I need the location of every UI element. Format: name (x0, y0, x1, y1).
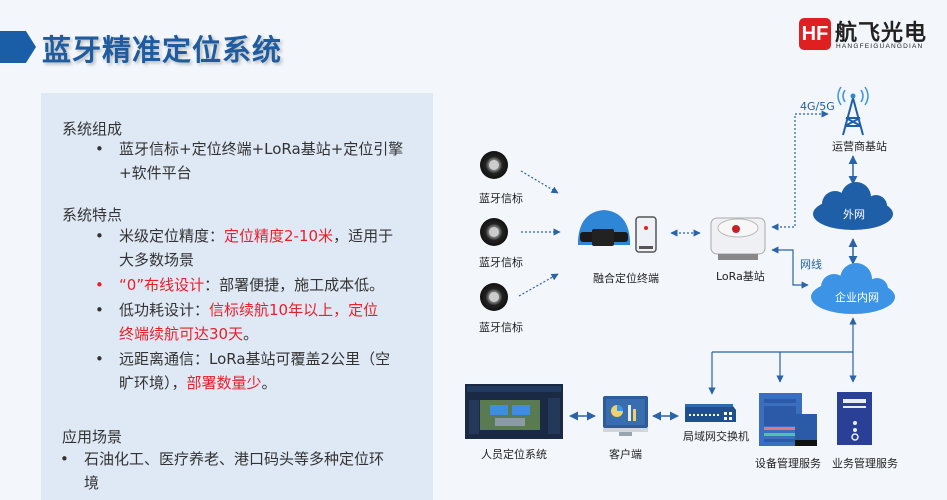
cable-link-label: 网线 (800, 258, 822, 271)
feature-text: 远距离通信：LoRa基站可覆盖2公里（空 (119, 350, 391, 368)
cell-tower-icon (837, 86, 869, 136)
business-mgmt-label: 业务管理服务 (832, 457, 898, 470)
feature-bullet-accuracy: • 米级定位精度：定位精度2-10米，适用于 大多数场景 (95, 224, 419, 272)
feature-text: 。 (261, 374, 277, 392)
beacon-arrow (520, 170, 559, 194)
feature-label: 米级定位精度： (119, 227, 225, 245)
feature-text: ：部署便捷，施工成本低。 (204, 276, 385, 294)
beacon-icon (480, 151, 508, 179)
feature-highlight: 定位精度2-10米 (224, 227, 334, 245)
logo-mark-icon: HF (799, 18, 831, 50)
bullet-dot: • (95, 350, 104, 368)
external-network-cloud-icon (813, 182, 893, 230)
feature-bullet-range: • 远距离通信：LoRa基站可覆盖2公里（空 旷环境），部署数量少。 (95, 347, 429, 395)
bullet-dot: • (95, 301, 104, 319)
enterprise-network-cloud-icon (811, 263, 895, 314)
bullet-text: 蓝牙信标+定位终端+LoRa基站+定位引擎 (119, 140, 404, 158)
terminal-label: 融合定位终端 (593, 272, 659, 285)
cellular-link-label: 4G/5G (800, 100, 835, 113)
bullet-dot: • (60, 450, 69, 468)
company-logo: HF 航飞光电 HANGFEIGUANGDIAN (799, 18, 944, 54)
feature-text: 大多数场景 (119, 251, 195, 269)
beacon-icon (480, 218, 508, 246)
bullet-dot: • (95, 276, 104, 294)
cellular-link (771, 110, 829, 231)
beacon-label: 蓝牙信标 (479, 321, 523, 334)
lora-base-station-icon (710, 217, 766, 260)
page-title: 蓝牙精准定位系统 (42, 33, 283, 67)
bullet-dot: • (95, 140, 104, 158)
personnel-system-label: 人员定位系统 (481, 448, 547, 461)
lora-station-label: LoRa基站 (716, 270, 765, 283)
beacon-label: 蓝牙信标 (479, 192, 523, 205)
logo-name-en: HANGFEIGUANGDIAN (836, 43, 924, 50)
client-monitor-icon (603, 396, 648, 436)
scenario-bullet: • 石油化工、医疗养老、港口码头等多种定位环 境 (60, 447, 414, 495)
mobile-terminal-icon (635, 216, 657, 253)
bullet-text: 石油化工、医疗养老、港口码头等多种定位环 (84, 450, 385, 468)
enterprise-net-label: 企业内网 (835, 291, 879, 304)
external-net-label: 外网 (843, 208, 865, 221)
info-panel: 系统组成 • 蓝牙信标+定位终端+LoRa基站+定位引擎 +软件平台 系统特点 … (41, 93, 433, 500)
composition-bullet: • 蓝牙信标+定位终端+LoRa基站+定位引擎 +软件平台 (95, 137, 419, 185)
business-management-server-icon (837, 392, 872, 445)
feature-text: 旷环境）， (119, 374, 187, 392)
section-title-scenarios: 应用场景 (62, 428, 123, 446)
feature-text: ，适用于 (333, 227, 394, 245)
feature-highlight: “0”布线设计 (119, 276, 205, 294)
client-label: 客户端 (609, 448, 642, 461)
section-title-composition: 系统组成 (62, 120, 123, 138)
device-mgmt-label: 设备管理服务 (755, 457, 821, 470)
cable-link (771, 246, 809, 289)
feature-highlight: 部署数量少 (186, 374, 262, 392)
personnel-system-screenshot (465, 384, 563, 439)
feature-highlight: 信标续航10年以上，定位 (209, 301, 379, 319)
beacon-label: 蓝牙信标 (479, 256, 523, 269)
helmet-terminal-icon (578, 210, 630, 246)
carrier-station-label: 运营商基站 (832, 140, 887, 153)
section-title-features: 系统特点 (62, 206, 123, 224)
beacon-icon (480, 283, 508, 311)
feature-label: 低功耗设计： (119, 301, 210, 319)
device-management-server-icon (759, 393, 817, 446)
bullet-dot: • (95, 227, 104, 245)
bullet-text: 境 (84, 474, 100, 492)
feature-text: 。 (243, 325, 259, 343)
feature-highlight: 终端续航可达30天 (119, 325, 244, 343)
feature-bullet-power: • 低功耗设计：信标续航10年以上，定位 终端续航可达30天。 (95, 298, 419, 346)
bullet-text: +软件平台 (119, 164, 192, 182)
lan-switch-label: 局域网交换机 (683, 430, 749, 443)
beacon-arrow (518, 273, 559, 297)
logo-name-cn: 航飞光电 (835, 21, 928, 46)
lan-switch-icon (685, 404, 736, 422)
feature-bullet-wiring: • “0”布线设计：部署便捷，施工成本低。 (95, 273, 429, 297)
